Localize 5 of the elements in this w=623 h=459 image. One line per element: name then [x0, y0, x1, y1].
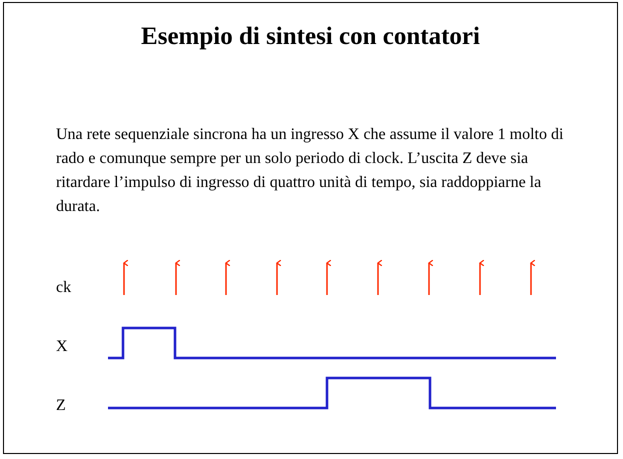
signal-name: ck [56, 279, 72, 297]
signal-name: Z [56, 397, 66, 415]
description-paragraph: Una rete sequenziale sincrona ha un ingresso X che assume il valore 1 molto di rado e comunque sempre per un solo periodo di clock. L’uscita Z deve sia ritardare l’impulso di ingresso di quattro unità di tempo, sia raddoppiarne la durata. [56, 125, 564, 217]
signal-name: X [56, 338, 68, 356]
slide-title: Esempio di sintesi con contatori [141, 23, 480, 51]
